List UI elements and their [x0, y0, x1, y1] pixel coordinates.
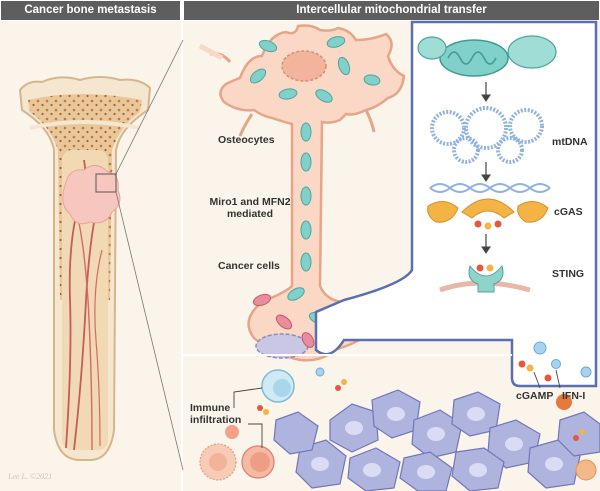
- zoom-box: [95, 173, 117, 193]
- arrow: [481, 82, 491, 254]
- label-osteocytes: Osteocytes: [218, 134, 275, 146]
- bone: [18, 39, 184, 471]
- inset-callout: [314, 20, 598, 388]
- blood-vessel: [94, 249, 103, 447]
- left-panel-title: Cancer bone metastasis: [1, 1, 180, 20]
- cytokine-particles: [257, 341, 592, 441]
- nucleus: [281, 50, 327, 82]
- panel-divider: [181, 0, 183, 491]
- label-mediator: Miro1 and MFN2 mediated: [209, 196, 291, 220]
- label-sting: STING: [552, 268, 585, 280]
- tumor-nuclei: [311, 407, 563, 479]
- artist-signature: Lee L. ©2021: [8, 472, 53, 481]
- label-cgamp: cGAMP: [516, 390, 554, 402]
- mito-large: [417, 35, 557, 77]
- label-mtdna: mtDNA: [552, 136, 588, 148]
- mitochondria: [249, 36, 381, 325]
- label-ifn: IFN-I: [562, 390, 586, 402]
- sting-receptor: [439, 264, 531, 293]
- osteocyte-cell: [198, 24, 406, 362]
- label-cgas: cGAS: [554, 206, 583, 218]
- right-panel-title: Intercellular mitochondrial transfer: [184, 1, 599, 20]
- label-cancer-cells: Cancer cells: [218, 260, 280, 272]
- blood-vessel: [75, 209, 93, 451]
- mtdna-circles: [430, 106, 544, 164]
- dna-strand: [429, 183, 551, 193]
- label-leaders: [233, 369, 561, 448]
- label-immune: Immune infiltration: [190, 402, 242, 426]
- immune-cells: [199, 369, 597, 481]
- tumor-lesion: [62, 165, 121, 225]
- cgas-enzyme: [427, 198, 549, 230]
